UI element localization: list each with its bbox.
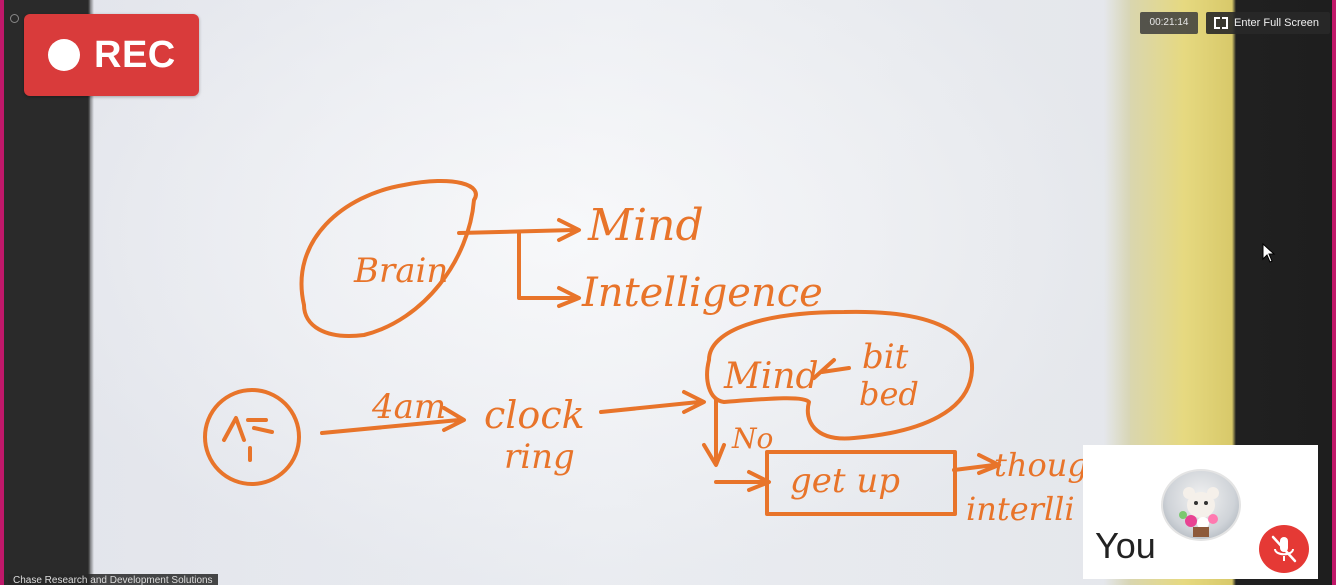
alarm-clock-circle: [203, 388, 301, 486]
arrow-clock-to-ring: [320, 406, 466, 435]
window-edge-right: [1332, 0, 1336, 585]
recording-indicator: REC: [24, 14, 199, 96]
word-intelligence: Intelligence: [581, 270, 823, 316]
recording-label: REC: [94, 33, 176, 76]
whiteboard-drawing: Brain Mind Intelligence 4am clock ring M…: [203, 178, 1121, 528]
word-bit: bit: [862, 337, 909, 377]
word-mind-2: Mind: [723, 356, 819, 397]
self-view-tile[interactable]: You: [1083, 445, 1318, 579]
word-interlli: interlli: [966, 490, 1075, 528]
word-mind: Mind: [587, 200, 704, 251]
enter-fullscreen-button[interactable]: Enter Full Screen: [1206, 12, 1330, 34]
get-up-box: [765, 450, 957, 516]
brain-oval: [299, 178, 478, 338]
teddy-bear-flowers-icon: [1179, 487, 1219, 537]
word-clock: clock: [484, 393, 585, 437]
word-ring: ring: [504, 437, 575, 477]
word-4am: 4am: [371, 387, 446, 427]
arrow-to-thought: [952, 453, 1001, 475]
fullscreen-label: Enter Full Screen: [1234, 17, 1319, 29]
record-dot-icon: [48, 39, 80, 71]
corner-indicator-icon: [10, 14, 19, 23]
elapsed-timer: 00:21:14: [1140, 12, 1198, 34]
mind-bubble: [705, 309, 975, 441]
arrow-ring-to-mind: [599, 390, 706, 414]
arrow-no: [702, 398, 726, 467]
microphone-muted-icon: [1271, 535, 1297, 563]
word-brain: Brain: [353, 251, 448, 291]
arrow-to-mind: [457, 218, 581, 242]
word-get-up: get up: [790, 461, 900, 501]
organization-label: Chase Research and Development Solutions: [8, 574, 218, 585]
mouse-pointer-icon: [1262, 243, 1276, 263]
window-edge-left: [0, 0, 4, 585]
arrow-to-getup: [714, 470, 771, 492]
fullscreen-icon: [1214, 17, 1228, 29]
avatar: [1161, 469, 1241, 541]
arrow-to-intelligence: [517, 231, 581, 308]
participant-name: You: [1095, 525, 1156, 566]
word-no: No: [731, 422, 773, 455]
word-bed: bed: [859, 375, 919, 413]
mute-toggle-button[interactable]: [1259, 525, 1309, 573]
